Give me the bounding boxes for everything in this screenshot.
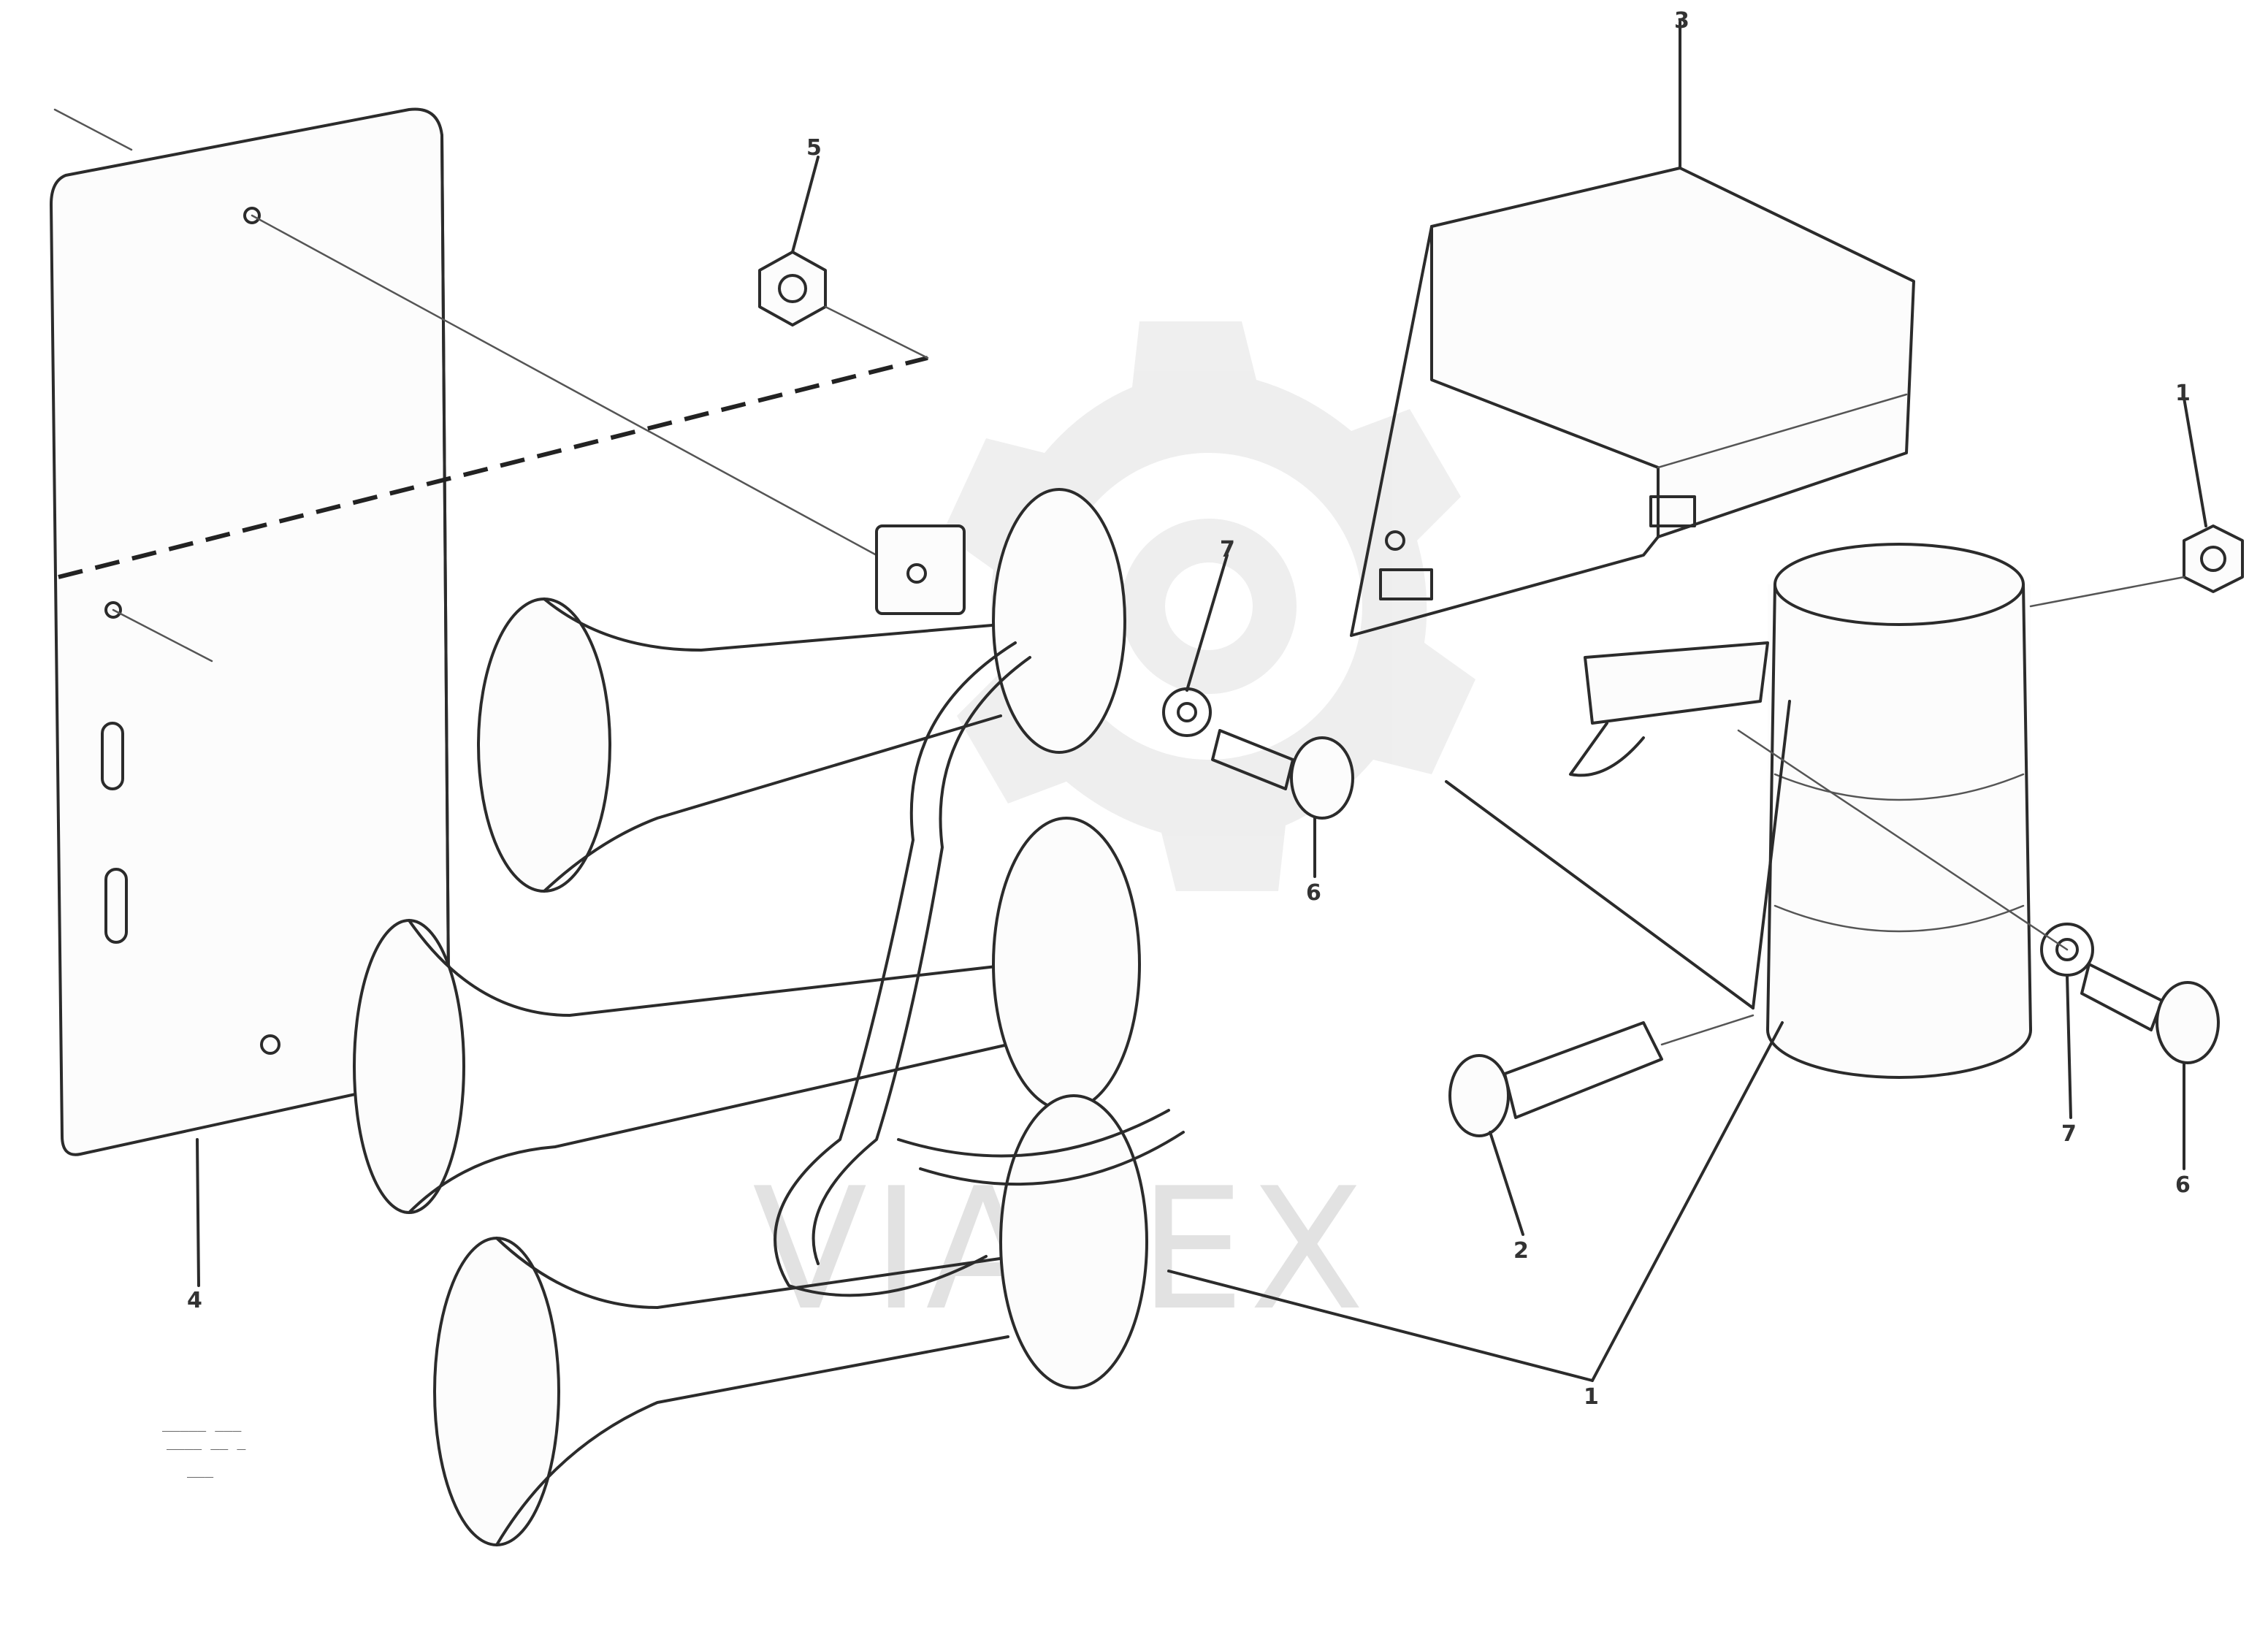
horn-upper: [477, 488, 1126, 893]
callout-washer-middle: 7: [1220, 537, 1235, 562]
figure-code-line-2: ____ __ _: [167, 1432, 246, 1450]
protective-cover: [1350, 20, 1915, 637]
bolt-low: [1448, 1014, 1755, 1137]
callout-washer-right: 7: [2061, 1121, 2077, 1147]
callout-nut-right: 1: [2175, 381, 2191, 406]
callout-bolt-low: 2: [1513, 1238, 1529, 1264]
callout-bracket: 4: [187, 1288, 202, 1313]
figure-code-line-3: ___: [187, 1460, 214, 1478]
callout-cover: 3: [1674, 8, 1689, 34]
leader-lines: [196, 156, 2185, 1382]
figure-code: _____ ___ ____ __ _ ___: [162, 1414, 246, 1478]
callout-bolt-middle: 6: [1306, 880, 1321, 906]
compressor-unit: [1445, 543, 2032, 1079]
mounting-bracket-plate: [50, 107, 878, 1156]
horn-middle: [353, 817, 1141, 1214]
figure-code-line-1: _____ ___: [162, 1414, 242, 1432]
nut-right: [2029, 397, 2244, 608]
air-tubes: [774, 641, 1185, 1297]
nut-top: [758, 251, 929, 359]
washer-bolt-right: [1737, 729, 2220, 1064]
callout-nut-top: 5: [806, 135, 822, 161]
washer-bolt-middle: [1162, 687, 1354, 820]
callout-horn-assembly: 1: [1584, 1384, 1599, 1410]
callout-bolt-right: 6: [2175, 1172, 2191, 1198]
